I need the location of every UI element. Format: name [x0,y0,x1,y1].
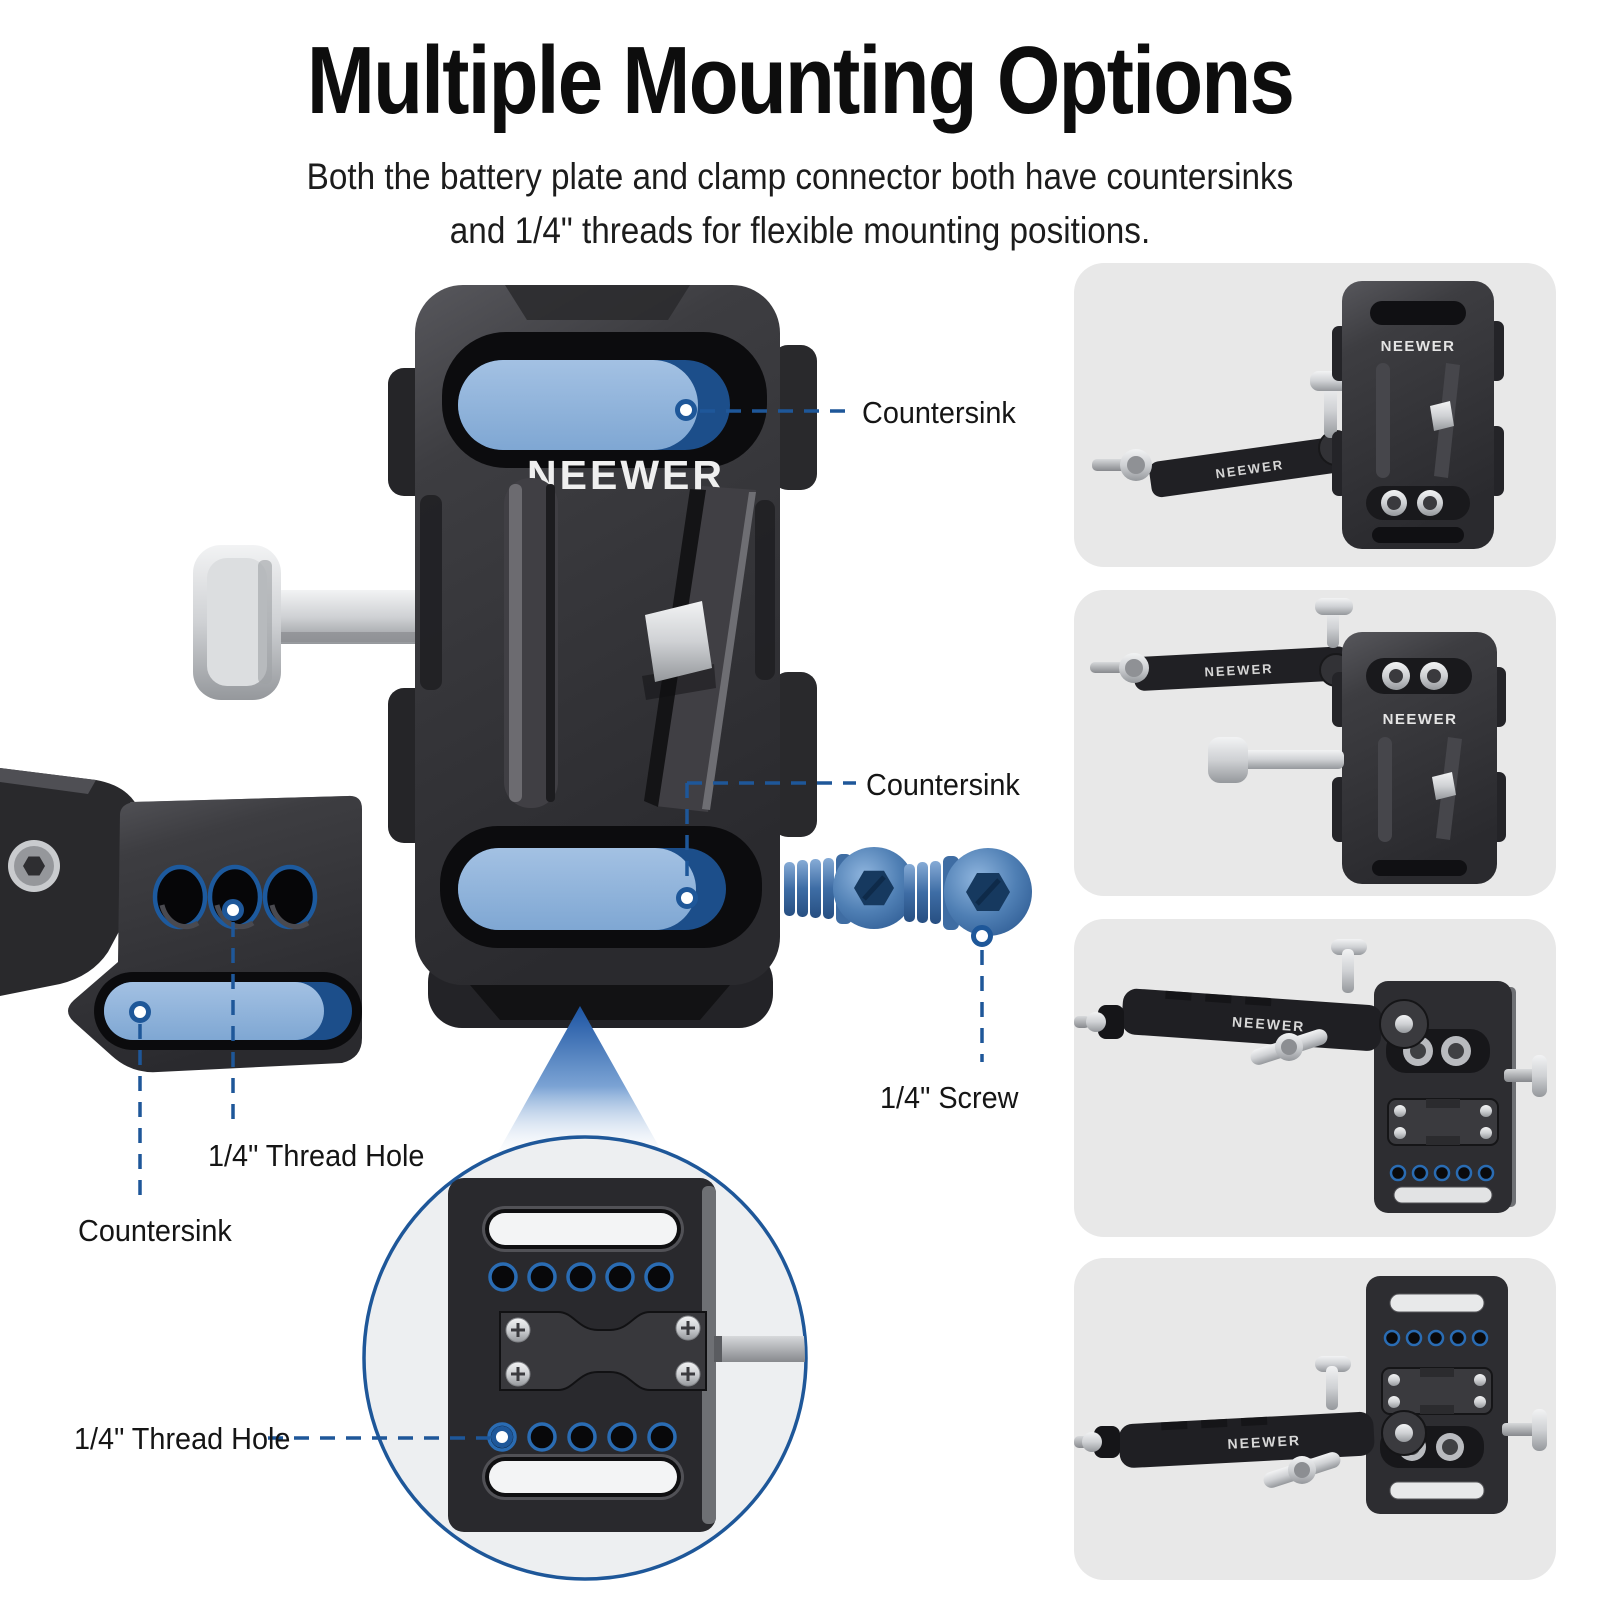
page-title: Multiple Mounting Options [306,27,1295,134]
phillips-screws [505,1315,701,1387]
subtitle-line-2: and 1/4" threads for flexible mounting p… [449,209,1151,251]
svg-text:NEEWER: NEEWER [1383,711,1458,728]
product-thumbnail-2: NEEWER NEEWER [1090,598,1506,884]
thumbnail-card-3: NEEWER [1074,919,1556,1237]
thumbnail-card-4: NEEWER [1074,1258,1556,1580]
latch-pin [645,601,712,682]
svg-text:NEEWER: NEEWER [1227,1432,1301,1452]
quarter-inch-screws [784,847,1032,936]
label-thread-hole-left: 1/4" Thread Hole [208,1138,425,1173]
product-thumbnail-1: NEEWER NEEWER [1092,281,1504,549]
product-thumbnail-3: NEEWER [1074,939,1547,1213]
thumbnail-card-2: NEEWER NEEWER [1074,590,1556,896]
lock-lever-handle [193,545,442,700]
label-countersink-mid: Countersink [866,767,1020,802]
countersink-slot-bottom [440,826,762,948]
header: Multiple Mounting Options Both the batte… [0,26,1600,257]
label-countersink-left: Countersink [78,1213,232,1248]
subtitle-line-1: Both the battery plate and clamp connect… [306,156,1294,197]
clamp-connector [0,768,362,1073]
page-subtitle: Both the battery plate and clamp connect… [80,150,1520,257]
magnifier-pointer [498,1006,662,1152]
product-illustration: NEEWER [0,285,1032,1581]
thread-holes [152,864,318,930]
callout-dots [129,399,993,1448]
label-countersink-top: Countersink [862,395,1016,430]
svg-text:NEEWER: NEEWER [1381,338,1456,355]
label-thread-hole-bottom: 1/4" Thread Hole [74,1421,291,1456]
v-mount-groove [504,478,756,812]
product-thumbnail-4: NEEWER [1074,1276,1547,1514]
svg-text:NEEWER: NEEWER [1231,1013,1305,1034]
callout-lines [138,409,984,1440]
label-quarter-screw: 1/4" Screw [880,1080,1019,1115]
thumbnail-card-1: NEEWER NEEWER [1074,263,1556,567]
brand-logo: NEEWER [527,452,725,498]
countersink-slot-top [442,332,767,468]
battery-plate: NEEWER [388,285,817,1028]
countersink-slot-clamp [94,972,362,1050]
svg-text:NEEWER: NEEWER [1204,661,1274,680]
